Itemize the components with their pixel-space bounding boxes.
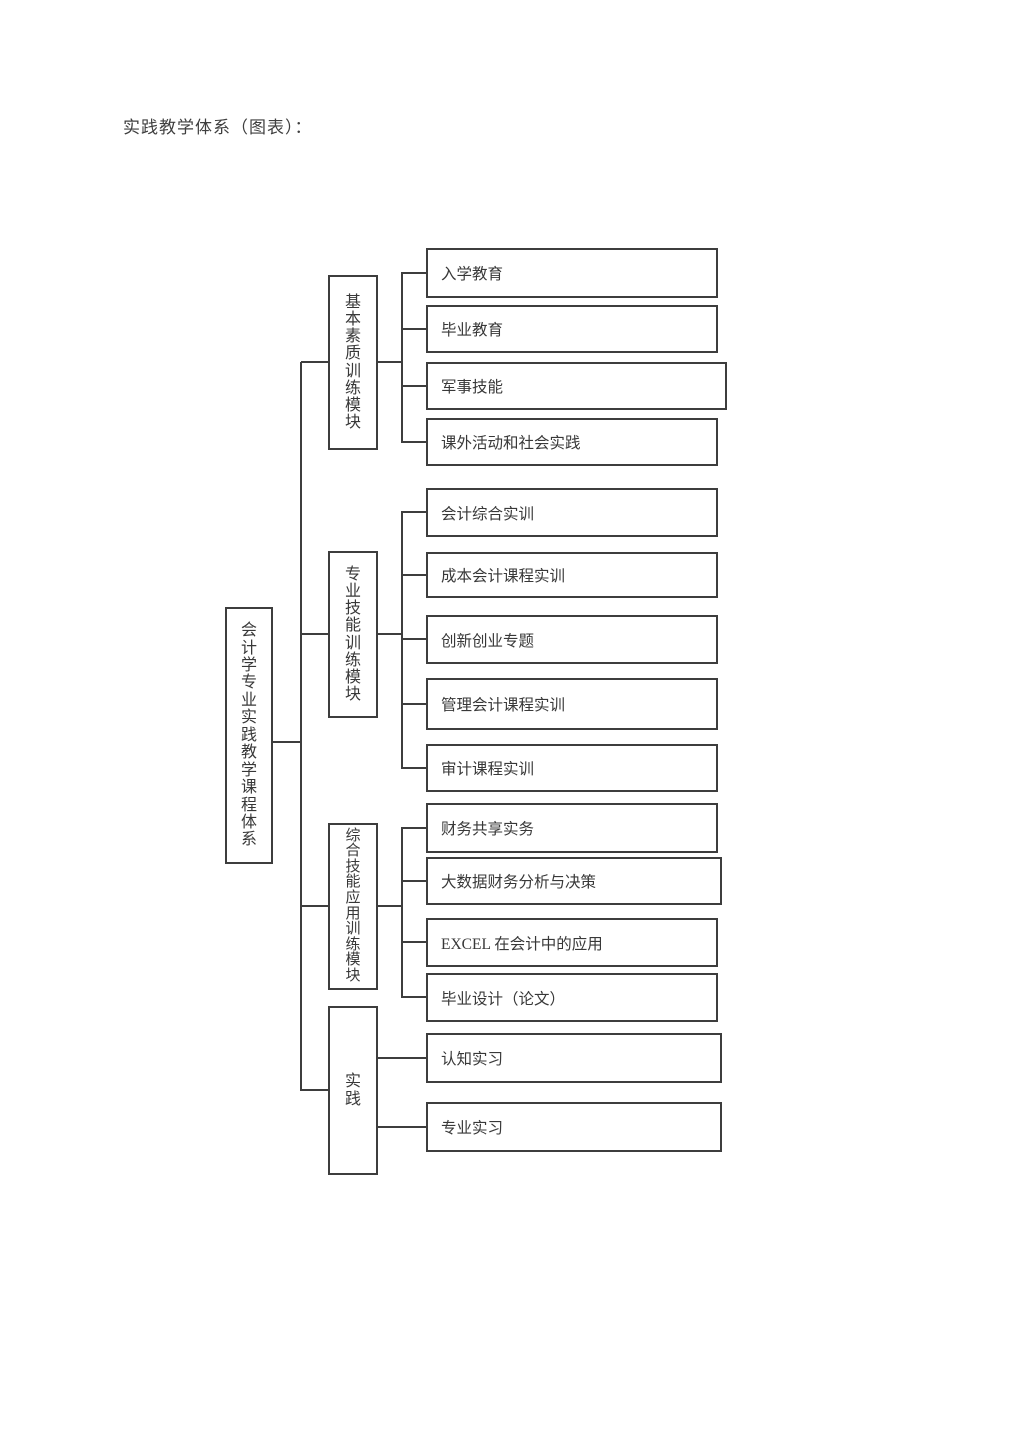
leaf-node: 审计课程实训 — [426, 744, 718, 792]
leaf-node: 财务共享实务 — [426, 803, 718, 853]
module-3-branch-line — [376, 905, 402, 907]
leaf-label: 认知实习 — [441, 1051, 504, 1068]
leaf-node: 成本会计课程实训 — [426, 552, 718, 598]
page-title: 实践教学体系（图表）： — [123, 118, 313, 137]
leaf-stub-line — [377, 1057, 427, 1059]
module-node-practice: 实践 — [328, 1006, 378, 1175]
leaf-stub-line — [402, 996, 427, 998]
leaf-stub-line — [402, 385, 427, 387]
module-3-connector-line — [301, 905, 329, 907]
module-node-professional-skills: 专业技能训练模块 — [328, 551, 378, 718]
leaf-label: 成本会计课程实训 — [441, 568, 566, 585]
module-label: 实践 — [344, 1073, 361, 1108]
leaf-stub-line — [402, 574, 427, 576]
root-node: 会计学专业实践教学课程体系 — [225, 607, 273, 864]
module-label: 专业技能训练模块 — [344, 566, 361, 703]
leaf-stub-line — [402, 638, 427, 640]
root-node-label: 会计学专业实践教学课程体系 — [240, 622, 257, 849]
module-2-branch-line — [376, 633, 402, 635]
leaf-node: 管理会计课程实训 — [426, 678, 718, 730]
group-2-trunk-line — [401, 511, 403, 769]
leaf-label: 创新创业专题 — [441, 632, 535, 650]
leaf-label: 专业实习 — [441, 1120, 504, 1137]
leaf-label: 会计综合实训 — [441, 505, 535, 523]
leaf-node: 毕业设计（论文） — [426, 973, 718, 1022]
leaf-stub-line — [402, 703, 427, 705]
module-2-connector-line — [301, 633, 329, 635]
leaf-label: 入学教育 — [441, 266, 504, 283]
leaf-label: 课外活动和社会实践 — [441, 435, 581, 452]
leaf-label: 财务共享实务 — [441, 821, 535, 838]
group-1-trunk-line — [401, 272, 403, 443]
leaf-stub-line — [402, 941, 427, 943]
leaf-node: 入学教育 — [426, 248, 718, 298]
leaf-node: 课外活动和社会实践 — [426, 418, 718, 466]
module-label: 基本素质训练模块 — [344, 294, 361, 431]
leaf-node: 军事技能 — [426, 362, 727, 410]
main-trunk-line — [300, 362, 302, 1091]
leaf-node: 创新创业专题 — [426, 615, 718, 664]
leaf-label: 管理会计课程实训 — [441, 697, 566, 714]
module-1-branch-line — [376, 361, 402, 363]
leaf-node: 大数据财务分析与决策 — [426, 857, 722, 905]
leaf-node: 毕业教育 — [426, 305, 718, 353]
leaf-stub-line — [402, 441, 427, 443]
leaf-label: 审计课程实训 — [441, 761, 535, 778]
leaf-node: 认知实习 — [426, 1033, 722, 1083]
leaf-node: EXCEL 在会计中的应用 — [426, 918, 718, 967]
leaf-stub-line — [402, 511, 427, 513]
module-node-basic-quality: 基本素质训练模块 — [328, 275, 378, 450]
module-node-comprehensive-skills: 综合技能应用训练模块 — [328, 823, 378, 990]
leaf-stub-line — [402, 880, 427, 882]
leaf-stub-line — [402, 767, 427, 769]
leaf-node: 专业实习 — [426, 1102, 722, 1152]
module-1-connector-line — [301, 361, 329, 363]
leaf-label: 毕业设计（论文） — [441, 990, 566, 1008]
group-3-trunk-line — [401, 827, 403, 998]
leaf-label: 毕业教育 — [441, 322, 504, 339]
root-connector-line — [271, 741, 301, 743]
module-4-connector-line — [301, 1089, 329, 1091]
module-label: 综合技能应用训练模块 — [345, 827, 361, 984]
leaf-stub-line — [402, 827, 427, 829]
leaf-stub-line — [402, 328, 427, 330]
leaf-label: 军事技能 — [441, 379, 504, 396]
leaf-stub-line — [377, 1126, 427, 1128]
leaf-node: 会计综合实训 — [426, 488, 718, 537]
leaf-label: 大数据财务分析与决策 — [441, 874, 597, 891]
leaf-stub-line — [402, 272, 427, 274]
leaf-label: EXCEL 在会计中的应用 — [441, 935, 603, 953]
